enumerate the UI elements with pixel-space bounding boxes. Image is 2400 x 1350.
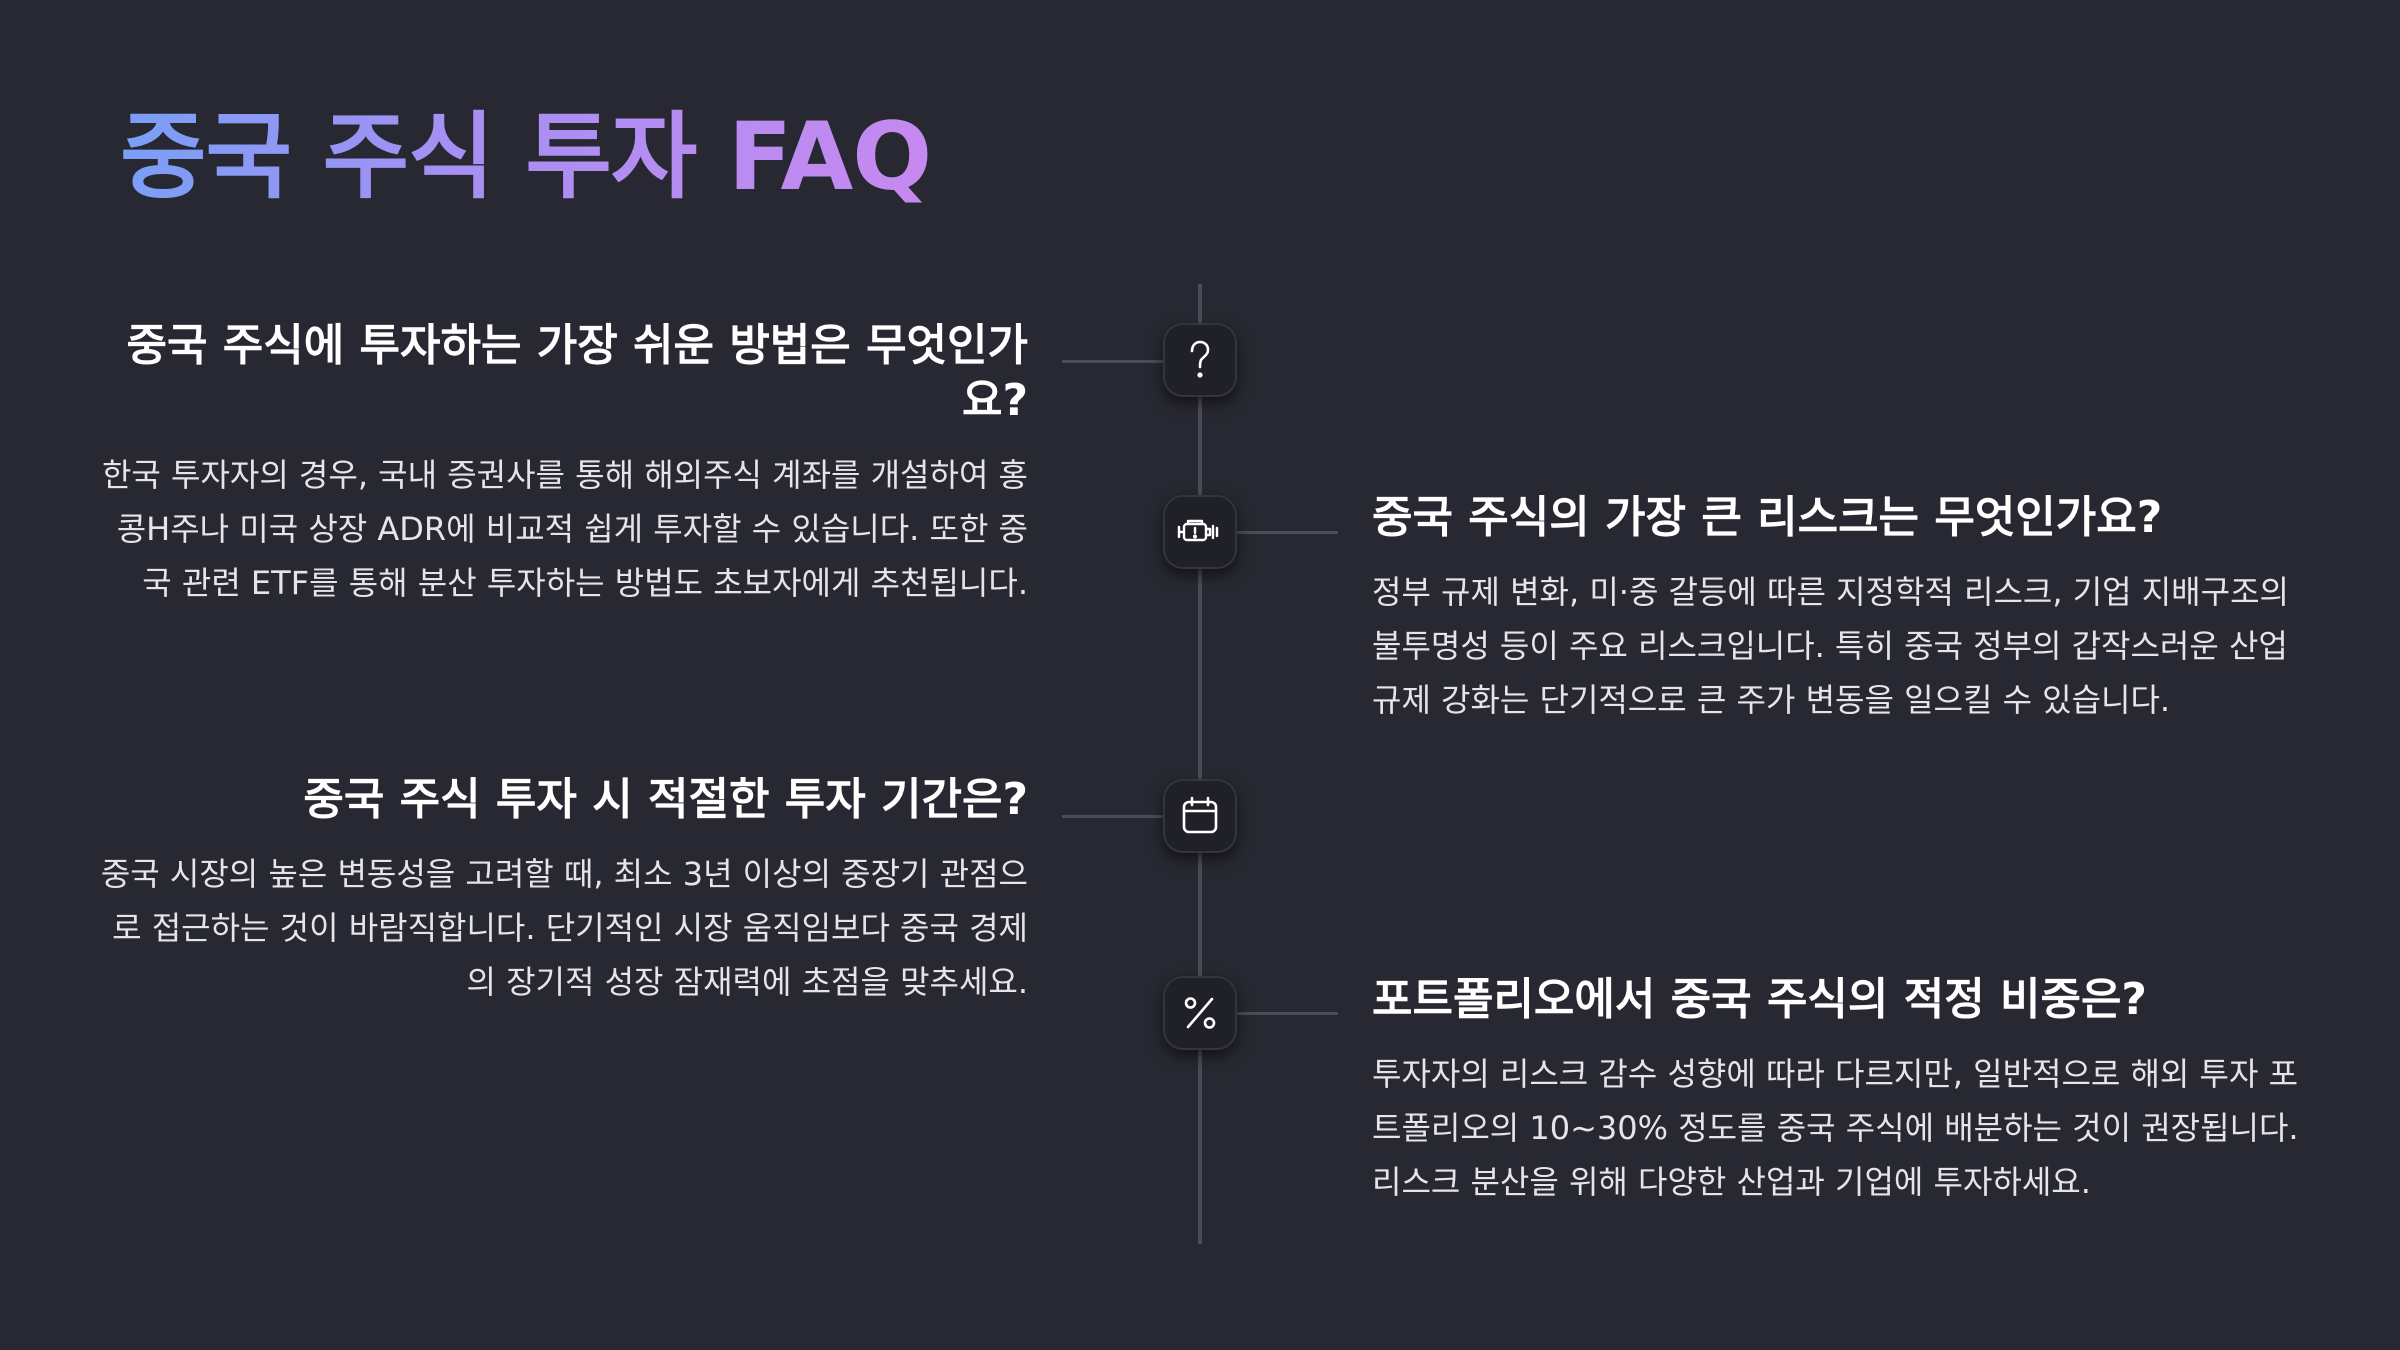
- timeline-node-calendar: [1163, 779, 1237, 853]
- faq-answer: 정부 규제 변화, 미·중 갈등에 따른 지정학적 리스크, 기업 지배구조의 …: [1372, 573, 2289, 719]
- calendar-icon: [1182, 796, 1218, 834]
- faq-question: 중국 주식 투자 시 적절한 투자 기간은?: [303, 774, 1028, 825]
- timeline-node-percent: [1163, 976, 1237, 1050]
- faq-question: 포트폴리오에서 중국 주식의 적정 비중은?: [1372, 974, 2147, 1025]
- faq-item: 중국 주식 투자 시 적절한 투자 기간은? 중국 시장의 높은 변동성을 고려…: [98, 772, 1028, 1009]
- timeline-line: [1198, 284, 1202, 1244]
- timeline-connector: [1235, 531, 1338, 534]
- faq-answer: 중국 시장의 높은 변동성을 고려할 때, 최소 3년 이상의 중장기 관점으로…: [100, 855, 1028, 1001]
- faq-answer: 한국 투자자의 경우, 국내 증권사를 통해 해외주식 계좌를 개설하여 홍콩H…: [101, 456, 1028, 602]
- faq-question: 중국 주식에 투자하는 가장 쉬운 방법은 무엇인가요?: [126, 320, 1028, 426]
- faq-item: 중국 주식에 투자하는 가장 쉬운 방법은 무엇인가요? 한국 투자자의 경우,…: [98, 318, 1028, 610]
- warning-battery-icon: [1177, 519, 1219, 542]
- timeline-node-risk: [1163, 495, 1237, 569]
- percent-icon: [1184, 997, 1216, 1029]
- faq-item: 중국 주식의 가장 큰 리스크는 무엇인가요? 정부 규제 변화, 미·중 갈등…: [1372, 490, 2312, 727]
- timeline-connector: [1235, 1012, 1338, 1015]
- timeline-connector: [1062, 360, 1165, 363]
- faq-item: 포트폴리오에서 중국 주식의 적정 비중은? 투자자의 리스크 감수 성향에 따…: [1372, 972, 2312, 1209]
- page-title: 중국 주식 투자 FAQ: [120, 103, 932, 212]
- question-mark-icon: [1190, 340, 1210, 378]
- timeline-connector: [1062, 815, 1165, 818]
- faq-answer: 투자자의 리스크 감수 성향에 따라 다르지만, 일반적으로 해외 투자 포트폴…: [1372, 1055, 2299, 1201]
- timeline-node-question: [1163, 323, 1237, 397]
- faq-question: 중국 주식의 가장 큰 리스크는 무엇인가요?: [1372, 492, 2163, 543]
